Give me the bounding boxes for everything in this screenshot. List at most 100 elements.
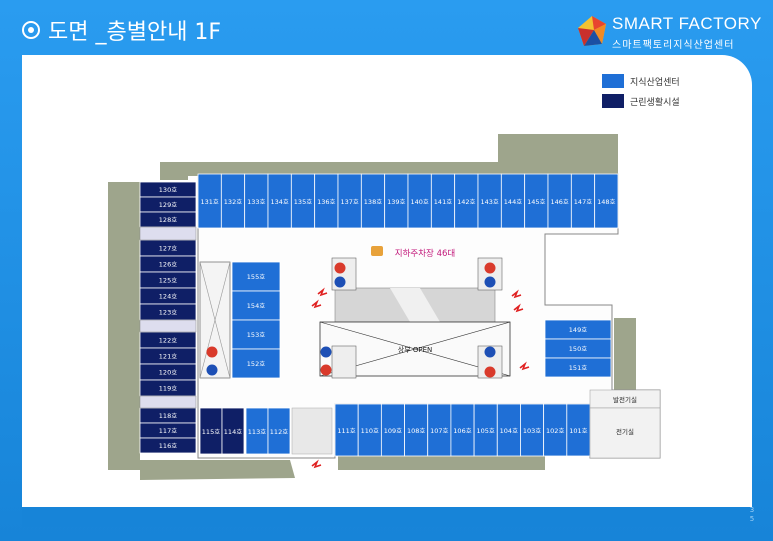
logo-mark-icon: [578, 16, 606, 46]
unit-112호: [267, 407, 291, 455]
unit-label: 111호: [337, 427, 355, 435]
unit-label: 115호: [202, 428, 220, 436]
unit-label: 136호: [317, 198, 335, 206]
parking-car-icon: [371, 246, 383, 256]
unit-label: 112호: [270, 428, 288, 436]
ground-area-bottom: [338, 456, 545, 470]
unit-label: 154호: [247, 302, 265, 310]
restroom-icon: [334, 276, 346, 288]
unit-label: 137호: [340, 198, 358, 206]
parking-label: 지하주차장 46대: [395, 248, 455, 259]
unit-label: 151호: [569, 364, 587, 372]
unit-label: 139호: [387, 198, 405, 206]
unit-label: 138호: [364, 198, 382, 206]
unit-151호: [544, 357, 612, 378]
unit-label: 114호: [224, 428, 242, 436]
logo-main-text: SMART FACTORY: [612, 14, 762, 33]
unit-label: 145호: [527, 198, 545, 206]
unit-label: 118호: [159, 412, 177, 420]
unit-label: 126호: [159, 261, 177, 269]
target-icon: [22, 21, 40, 39]
unit-label: 117호: [159, 427, 177, 435]
bottom-band: [22, 507, 752, 527]
unit-label: 129호: [159, 201, 177, 209]
unit-label: 127호: [159, 245, 177, 253]
exit-arrow-icon: [311, 299, 322, 309]
page-title-text: 도면 _층별안내 1F: [48, 20, 222, 45]
unit-label: 124호: [159, 293, 177, 301]
legend-swatch: [602, 74, 624, 88]
unit-label: 104호: [500, 427, 518, 435]
unit-label: 108호: [407, 427, 425, 435]
unit-label: 103호: [523, 427, 541, 435]
restroom-icon: [484, 366, 496, 378]
corridor: [139, 395, 197, 409]
unit-label: 101호: [569, 427, 587, 435]
ramp-stripe: [390, 288, 440, 322]
elevator-core: [331, 345, 357, 379]
restroom-icon: [484, 262, 496, 274]
restroom-icon: [484, 276, 496, 288]
unit-label: 141호: [434, 198, 452, 206]
unit-label: 133호: [247, 198, 265, 206]
unit-155호: [231, 261, 281, 292]
ground-area-top: [160, 134, 618, 180]
unit-label: 125호: [159, 277, 177, 285]
page-title: 도면 _층별안내 1F: [22, 14, 221, 46]
logo-sub-text: 스마트팩토리지식산업센터: [612, 40, 735, 51]
unit-label: 132호: [224, 198, 242, 206]
unit-152호: [231, 348, 281, 379]
unit-label: 102호: [546, 427, 564, 435]
corridor: [139, 226, 197, 241]
unit-label: 109호: [384, 427, 402, 435]
unit-label: 134호: [270, 198, 288, 206]
ground-area-right: [614, 318, 636, 395]
unit-label: 105호: [476, 427, 494, 435]
unit-label: 123호: [159, 309, 177, 317]
unit-label: 106호: [453, 427, 471, 435]
unit-label: 120호: [159, 369, 177, 377]
generator-room-label: 발전기실: [613, 395, 637, 404]
unit-label: 155호: [247, 273, 265, 281]
unit-label: 130호: [159, 186, 177, 194]
electric-room: [589, 407, 661, 459]
unit-label: 128호: [159, 216, 177, 224]
unit-154호: [231, 290, 281, 321]
exit-arrow-icon: [311, 459, 322, 469]
unit-label: 142호: [457, 198, 475, 206]
legend-label: 근린생활시설: [630, 97, 680, 108]
ground-area-bottom-left: [140, 460, 295, 480]
unit-label: 119호: [159, 385, 177, 393]
restroom-icon: [206, 364, 218, 376]
unit-label: 122호: [159, 337, 177, 345]
unit-label: 135호: [294, 198, 312, 206]
legend-item-knowledge: 지식산업센터: [602, 73, 680, 89]
unit-label: 121호: [159, 353, 177, 361]
unit-label: 149호: [569, 326, 587, 334]
legend-swatch: [602, 94, 624, 108]
unit-label: 146호: [550, 198, 568, 206]
unit-label: 148호: [597, 198, 615, 206]
exit-arrow-icon: [317, 287, 328, 297]
restroom-icon: [334, 262, 346, 274]
page-number: 3 5: [749, 506, 755, 523]
ground-area-left: [108, 182, 140, 470]
restroom-icon: [320, 364, 332, 376]
legend-label: 지식산업센터: [630, 77, 680, 88]
unit-label: 140호: [410, 198, 428, 206]
unit-153호: [231, 319, 281, 350]
unit-114호: [221, 407, 245, 455]
unit-label: 152호: [247, 360, 265, 368]
corridor: [139, 319, 197, 333]
unit-label: 150호: [569, 345, 587, 353]
legend-item-retail: 근린생활시설: [602, 93, 680, 109]
unit-label: 113호: [248, 428, 266, 436]
unit-label: 110호: [361, 427, 379, 435]
restroom-icon: [484, 346, 496, 358]
electric-room-label: 전기실: [616, 427, 634, 436]
unit-label: 153호: [247, 331, 265, 339]
unit-label: 144호: [504, 198, 522, 206]
unit-label: 116호: [159, 442, 177, 450]
unit-label: 143호: [480, 198, 498, 206]
